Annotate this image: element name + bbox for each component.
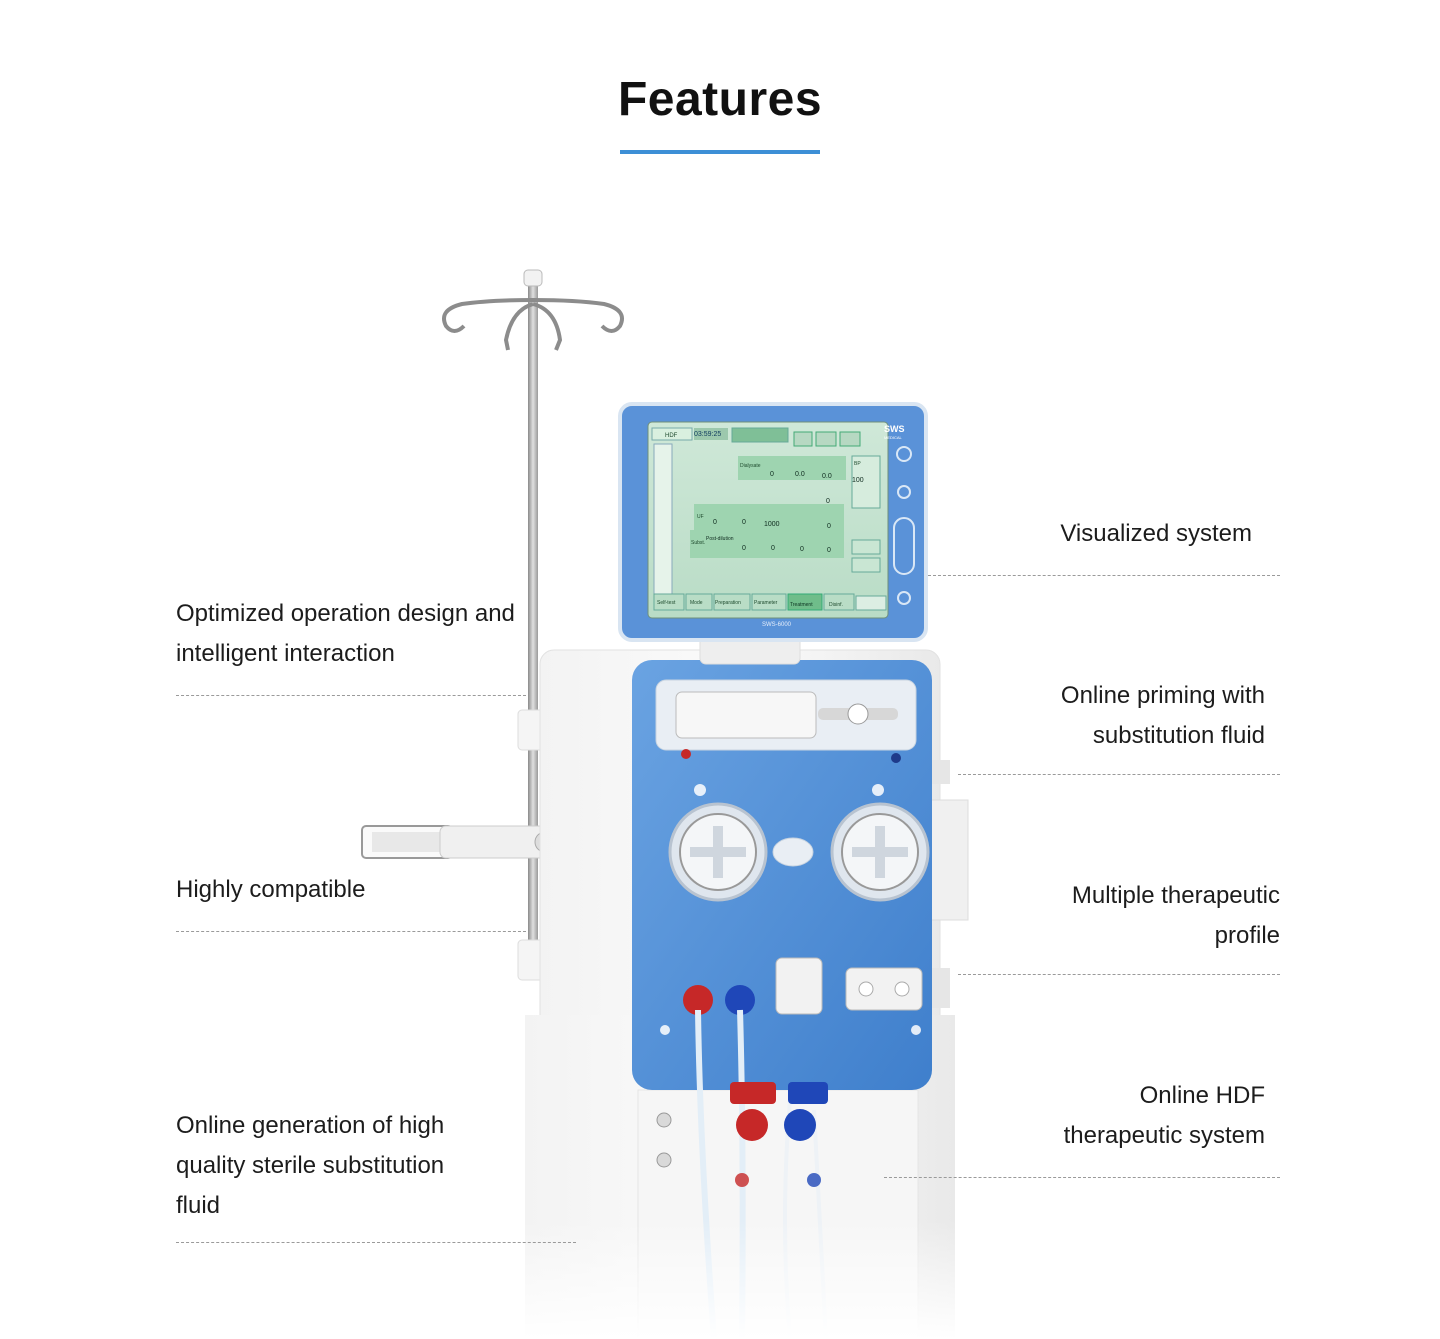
feature-divider — [176, 695, 526, 696]
screen-dialysate-value-2: 0.0 — [795, 471, 805, 478]
screen-subst-value-2: 0 — [771, 545, 775, 552]
screen-dialysate-value-3: 0.0 — [822, 473, 832, 480]
screen-dialysate-label: Dialysate — [740, 463, 761, 469]
blue-front-panel — [632, 660, 932, 1090]
feature-divider — [958, 974, 1280, 975]
screen-uf-label: UF — [697, 514, 704, 520]
screen-clock: 03:59:25 — [694, 431, 721, 438]
feature-visualized-system: Visualized system — [1060, 520, 1252, 547]
screen-subst-value-1: 0 — [742, 545, 746, 552]
screen-side-label: BP — [854, 461, 861, 467]
screen-tab-mode: Mode — [690, 600, 703, 606]
screen-side-value-3: 0 — [827, 523, 831, 530]
feature-divider — [928, 575, 1280, 576]
feature-therapeutic-profile: Multiple therapeutic profile — [1071, 882, 1280, 949]
feature-divider — [884, 1177, 1280, 1178]
screen-uf-value-3: 1000 — [764, 521, 780, 528]
feature-highly-compatible: Highly compatible — [176, 876, 366, 903]
title-underline — [620, 150, 820, 154]
screen-tab-treatment: Treatment — [790, 602, 813, 608]
screen-tab-disinf: Disinf. — [829, 602, 843, 608]
screen-subst-label: Subst. — [691, 540, 705, 546]
touch-monitor — [618, 402, 928, 665]
screen-side-value-2: 0 — [826, 498, 830, 505]
page-title: Features — [617, 73, 823, 126]
feature-divider — [176, 1242, 576, 1243]
screen-side-value-1: 100 — [852, 477, 864, 484]
screen-tab-preparation: Preparation — [715, 600, 741, 606]
screen-subst-mode: Post-dilution — [706, 536, 734, 542]
feature-divider — [176, 931, 526, 932]
screen-tab-parameter: Parameter — [754, 600, 778, 606]
feature-online-hdf: Online HDF therapeutic system — [1063, 1082, 1265, 1149]
screen-mode-label: HDF — [665, 433, 678, 439]
screen-uf-value-1: 0 — [713, 519, 717, 526]
bottom-fade — [500, 1220, 960, 1339]
feature-online-priming: Online priming with substitution fluid — [1060, 682, 1265, 749]
feature-operation-design: Optimized operation design and intellige… — [176, 600, 515, 667]
screen-dialysate-value-1: 0 — [770, 471, 774, 478]
screen-uf-value-2: 0 — [742, 519, 746, 526]
screen-tab-self-test: Self-test — [657, 600, 676, 606]
brand-logo-subtext: MEDICAL — [884, 435, 903, 440]
screen-subst-value-3: 0 — [800, 546, 804, 553]
screen-side-value-4: 0 — [827, 547, 831, 554]
model-label: SWS-6000 — [762, 622, 792, 628]
feature-online-generation: Online generation of high quality steril… — [176, 1112, 445, 1219]
feature-divider — [958, 774, 1280, 775]
brand-logo-text: SWS — [884, 424, 905, 434]
